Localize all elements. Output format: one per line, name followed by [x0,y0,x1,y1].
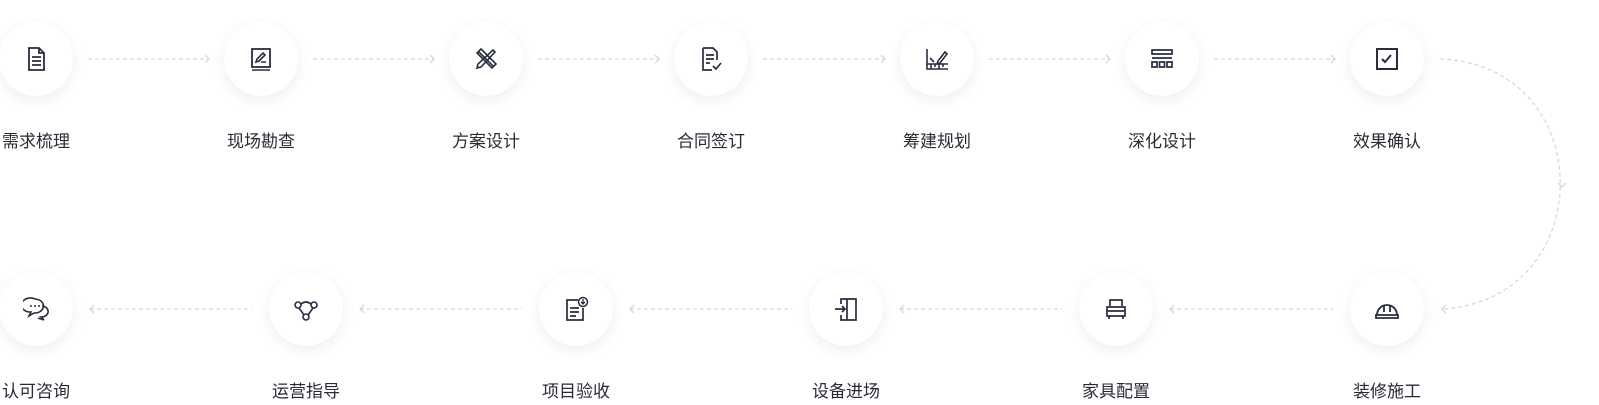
step-label: 设备进场 [812,382,880,402]
hard-hat-icon [1375,304,1399,319]
arrow-left-icon [1441,304,1447,314]
connector-curve [1439,58,1561,310]
step-armchair-node[interactable] [1079,272,1153,346]
step-document-download-node[interactable] [539,272,613,346]
arrow-left-icon [89,304,95,314]
structure-icon [1151,49,1173,68]
arrow-right-icon [429,54,435,64]
step-label: 效果确认 [1353,132,1421,152]
step-structure-node[interactable] [1125,22,1199,96]
checkbox-icon [1376,48,1398,70]
step-ruler-pencil-node[interactable] [449,22,523,96]
step-label: 需求梳理 [2,132,70,152]
arrow-right-icon [880,54,886,64]
step-document-node[interactable] [0,22,73,96]
ruler-pencil-icon [475,47,498,70]
step-label: 方案设计 [452,132,520,152]
arrow-down-icon [1557,182,1567,188]
arrow-left-icon [1169,304,1175,314]
arrow-left-icon [359,304,365,314]
arrow-left-icon [629,304,635,314]
step-label: 合同签订 [677,132,745,152]
step-label: 现场勘查 [227,132,295,152]
step-hard-hat-node[interactable] [1350,272,1424,346]
step-label: 认可咨询 [2,382,70,402]
armchair-icon [1106,299,1126,319]
arrow-right-icon [1330,54,1336,64]
step-label: 项目验收 [542,382,610,402]
step-label: 装修施工 [1353,382,1421,402]
plan-ruler-icon [926,49,949,70]
chat-bubbles-icon [23,297,49,321]
step-label: 家具配置 [1082,382,1150,402]
document-download-icon [566,296,589,321]
arrow-right-icon [654,54,660,64]
arrow-right-icon [204,54,210,64]
contract-check-icon [702,47,722,71]
document-icon [28,47,45,71]
network-icon [294,301,318,321]
enter-door-icon [835,298,857,321]
arrow-left-icon [899,304,905,314]
arrow-right-icon [1105,54,1111,64]
step-checkbox-node[interactable] [1350,22,1424,96]
step-plan-ruler-node[interactable] [900,22,974,96]
step-label: 深化设计 [1128,132,1196,152]
step-enter-door-node[interactable] [809,272,883,346]
step-label: 筹建规划 [903,132,971,152]
step-network-node[interactable] [269,272,343,346]
edit-document-icon [251,48,271,71]
step-contract-check-node[interactable] [674,22,748,96]
step-label: 运营指导 [272,382,340,402]
step-edit-document-node[interactable] [224,22,298,96]
step-chat-bubbles-node[interactable] [0,272,73,346]
